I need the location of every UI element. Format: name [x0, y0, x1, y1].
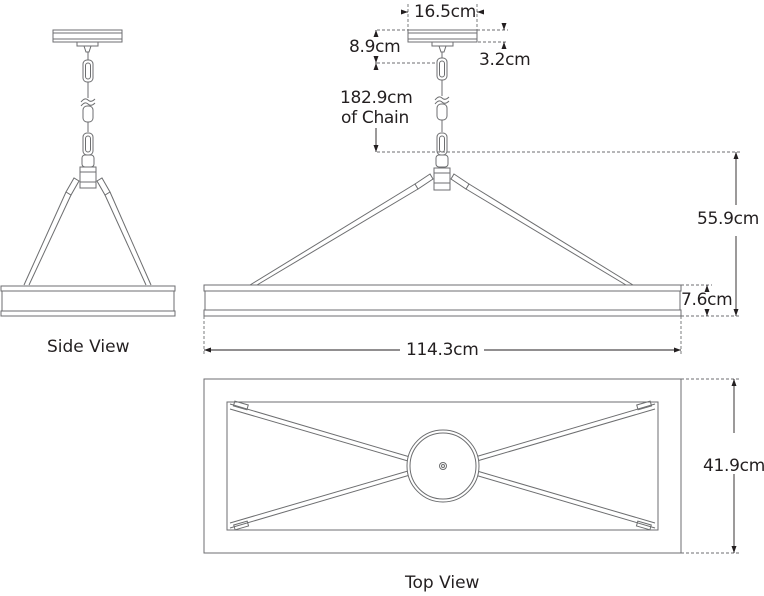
shade-height-label: 7.6cm — [681, 290, 733, 310]
fixture-height-label: 55.9cm — [697, 209, 759, 229]
front-canopy — [407, 29, 478, 53]
side-shade — [0, 285, 176, 317]
side-chain — [79, 52, 97, 189]
canopy-height-label: 8.9cm — [349, 37, 401, 57]
top-dimension-lines — [681, 378, 740, 554]
fixture-depth-label: 41.9cm — [703, 456, 764, 476]
front-shade — [203, 284, 682, 317]
front-chain — [433, 52, 451, 191]
side-view-drawing — [0, 29, 176, 317]
top-view-title: Top View — [405, 573, 480, 593]
chain-length-value-label: 182.9cm — [340, 88, 413, 108]
canopy-width-label: 16.5cm — [414, 2, 476, 22]
front-view-drawing — [203, 29, 682, 317]
front-arms — [249, 173, 634, 286]
side-view-title: Side View — [47, 337, 130, 357]
side-arms — [23, 177, 152, 286]
canopy-plate-label: 3.2cm — [479, 50, 531, 70]
chain-length-suffix-label: of Chain — [341, 108, 409, 128]
top-view-drawing — [203, 378, 682, 554]
front-dimension-lines — [203, 4, 740, 354]
side-canopy — [52, 29, 123, 53]
fixture-length-label: 114.3cm — [406, 340, 479, 360]
